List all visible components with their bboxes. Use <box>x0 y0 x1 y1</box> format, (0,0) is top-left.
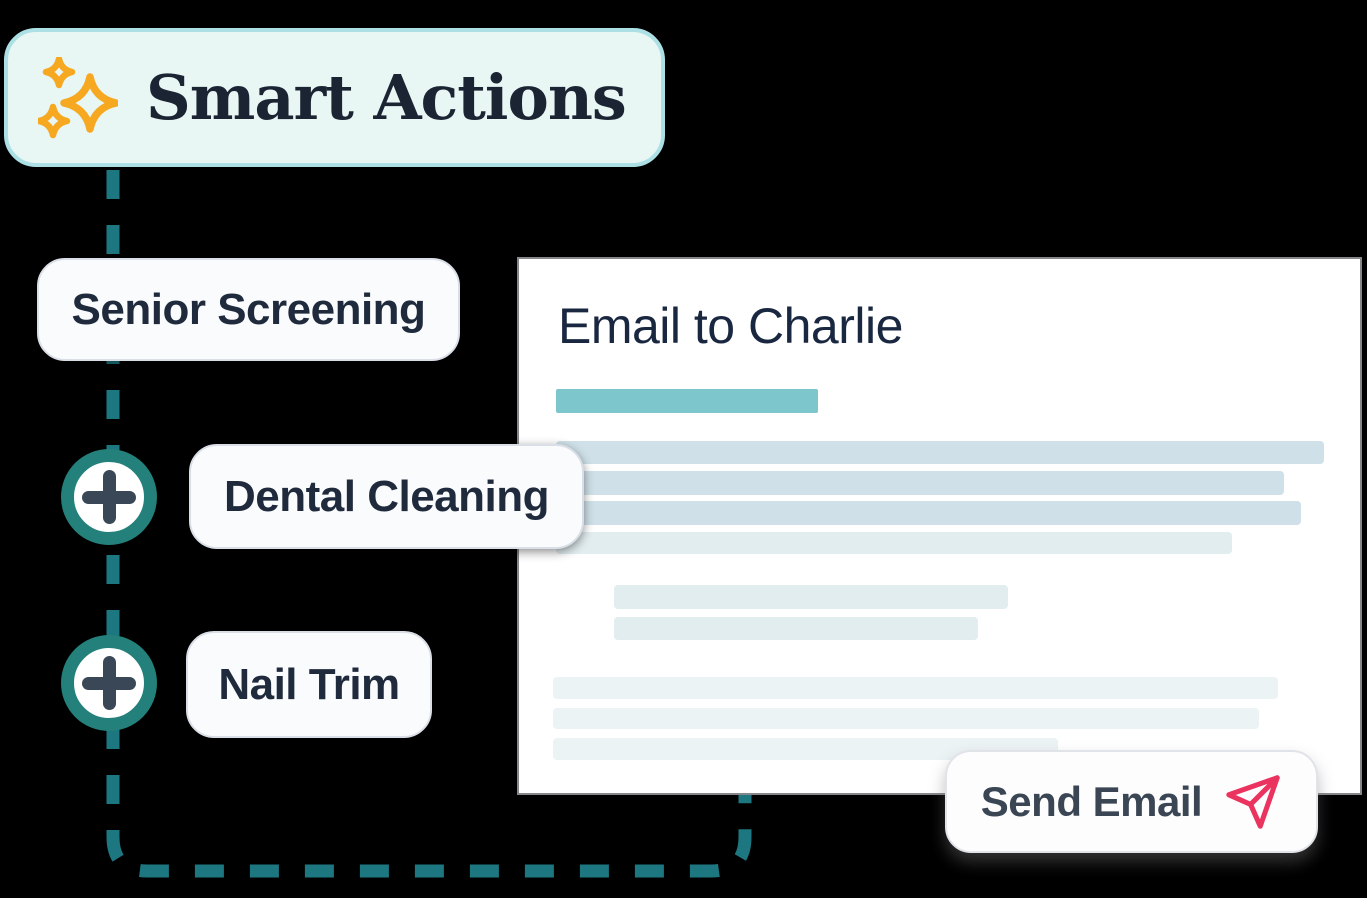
send-email-label: Send Email <box>980 777 1203 825</box>
send-email-button[interactable]: Send Email <box>945 750 1318 853</box>
workflow-step-label: Nail Trim <box>218 659 400 709</box>
workflow-step-dental-cleaning[interactable]: Dental Cleaning <box>189 444 584 549</box>
skeleton-line <box>556 501 1301 525</box>
workflow-step-label: Dental Cleaning <box>224 471 550 521</box>
page-title: Smart Actions <box>146 61 627 134</box>
skeleton-line <box>556 532 1232 554</box>
skeleton-line <box>553 677 1278 699</box>
skeleton-line <box>553 708 1259 729</box>
skeleton-line <box>553 738 1058 760</box>
email-preview-card: Email to Charlie <box>517 257 1362 795</box>
workflow-step-nail-trim[interactable]: Nail Trim <box>186 631 432 738</box>
add-step-button-nail[interactable] <box>61 635 157 731</box>
workflow-step-senior-screening[interactable]: Senior Screening <box>37 258 460 361</box>
email-card-title: Email to Charlie <box>558 298 903 354</box>
skeleton-line <box>614 617 978 640</box>
sparkles-icon <box>38 56 118 138</box>
skeleton-line <box>556 471 1284 495</box>
smart-actions-header: Smart Actions <box>4 28 665 167</box>
plus-icon <box>74 462 144 532</box>
send-paper-plane-icon <box>1226 774 1280 829</box>
plus-icon <box>74 648 144 718</box>
workflow-step-label: Senior Screening <box>71 284 426 334</box>
skeleton-line <box>614 585 1008 609</box>
skeleton-line <box>556 441 1324 464</box>
subject-highlight-bar <box>556 389 818 413</box>
add-step-button-dental[interactable] <box>61 449 157 545</box>
